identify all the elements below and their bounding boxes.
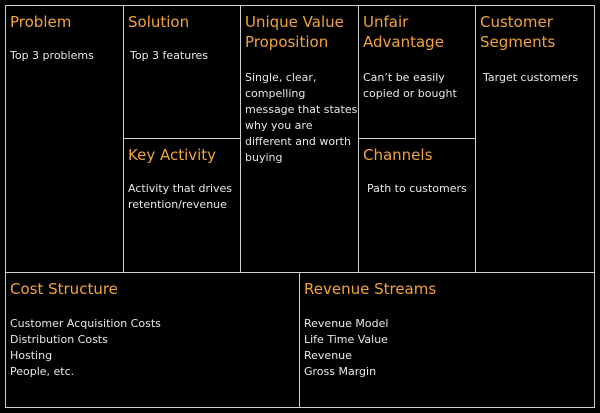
unfair-advantage-title: Unfair Advantage <box>363 13 444 51</box>
channels-title: Channels <box>363 146 433 164</box>
solution-description: Top 3 features <box>130 49 208 62</box>
customer-segments-description: Target customers <box>483 71 579 84</box>
problem-description: Top 3 problems <box>10 49 94 62</box>
unfair-advantage-block: Unfair Advantage Can’t be easily copied … <box>358 5 476 139</box>
unfair-advantage-description: Can’t be easily copied or bought <box>363 71 457 100</box>
revenue-streams-block: Revenue Streams Revenue Model Life Time … <box>299 272 595 408</box>
revenue-streams-title: Revenue Streams <box>304 280 437 298</box>
channels-description: Path to customers <box>367 182 467 195</box>
key-activity-description: Activity that drives retention/revenue <box>128 182 233 211</box>
key-activity-title: Key Activity <box>128 146 217 164</box>
customer-segments-block: Customer Segments Target customers <box>475 5 595 273</box>
channels-block: Channels Path to customers <box>358 138 476 273</box>
problem-block: Problem Top 3 problems <box>5 5 124 273</box>
customer-segments-title: Customer Segments <box>480 13 556 51</box>
solution-block: Solution Top 3 features <box>123 5 241 139</box>
unique-value-proposition-block: Unique Value Proposition Single, clear, … <box>240 5 359 273</box>
cost-structure-title: Cost Structure <box>10 280 118 298</box>
key-activity-block: Key Activity Activity that drives retent… <box>123 138 241 273</box>
unique-value-proposition-description: Single, clear, compelling message that s… <box>245 71 358 164</box>
cost-structure-description: Customer Acquisition Costs Distribution … <box>10 317 161 378</box>
unique-value-proposition-title: Unique Value Proposition <box>245 13 344 51</box>
revenue-streams-description: Revenue Model Life Time Value Revenue Gr… <box>304 317 389 378</box>
solution-title: Solution <box>128 13 190 31</box>
problem-title: Problem <box>10 13 72 31</box>
cost-structure-block: Cost Structure Customer Acquisition Cost… <box>5 272 300 408</box>
